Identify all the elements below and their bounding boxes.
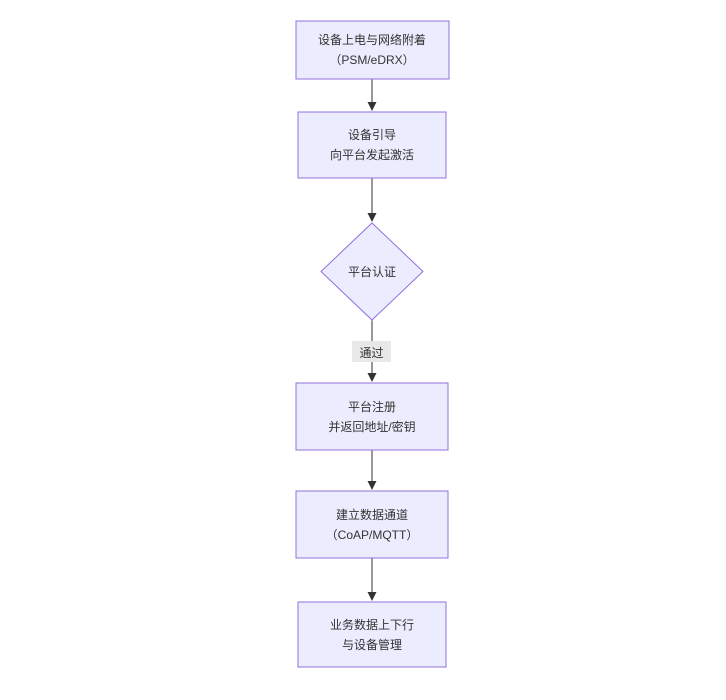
node-label-line2: 并返回地址/密钥: [328, 419, 415, 434]
decision-label: 平台认证: [348, 264, 396, 279]
decision-diamond: [320, 222, 424, 321]
edge-label-background: [352, 341, 391, 362]
node-platform-register: 平台注册 并返回地址/密钥: [295, 382, 449, 451]
node-label-line1: 建立数据通道: [336, 507, 408, 522]
node-power-network-attach: 设备上电与网络附着 （PSM/eDRX）: [295, 20, 450, 80]
arrowhead-icon: [367, 592, 377, 601]
decision-platform-auth: 平台认证: [320, 222, 424, 321]
node-label-line2: 向平台发起激活: [330, 147, 414, 162]
node-data-channel: 建立数据通道 （CoAP/MQTT）: [295, 490, 449, 559]
node-label-line1: 设备上电与网络附着: [318, 32, 426, 47]
arrowhead-icon: [367, 481, 377, 490]
node-business-data: 业务数据上下行 与设备管理: [297, 601, 447, 668]
node-box: [295, 382, 449, 451]
node-label-line2: （PSM/eDRX）: [329, 53, 414, 67]
node-box: [297, 111, 447, 179]
node-box: [295, 20, 450, 80]
node-label-line2: 与设备管理: [342, 637, 402, 652]
arrowhead-icon: [367, 213, 377, 222]
node-device-bootstrap: 设备引导 向平台发起激活: [297, 111, 447, 179]
arrowhead-icon: [367, 102, 377, 111]
node-box: [295, 490, 449, 559]
node-box: [297, 601, 447, 668]
node-label-line1: 业务数据上下行: [330, 617, 414, 632]
edge-label-pass: 通过: [359, 346, 383, 360]
connector-register-to-channel: [367, 450, 377, 490]
node-label-line1: 平台注册: [348, 399, 396, 414]
node-label-line1: 设备引导: [348, 128, 396, 142]
connector-bootstrap-to-auth: [367, 178, 377, 222]
node-label-line2: （CoAP/MQTT）: [326, 528, 419, 542]
connector-channel-to-business: [367, 558, 377, 601]
arrowhead-icon: [367, 373, 377, 382]
connector-power-to-bootstrap: [367, 79, 377, 111]
connector-auth-to-register: 通过: [352, 320, 391, 382]
